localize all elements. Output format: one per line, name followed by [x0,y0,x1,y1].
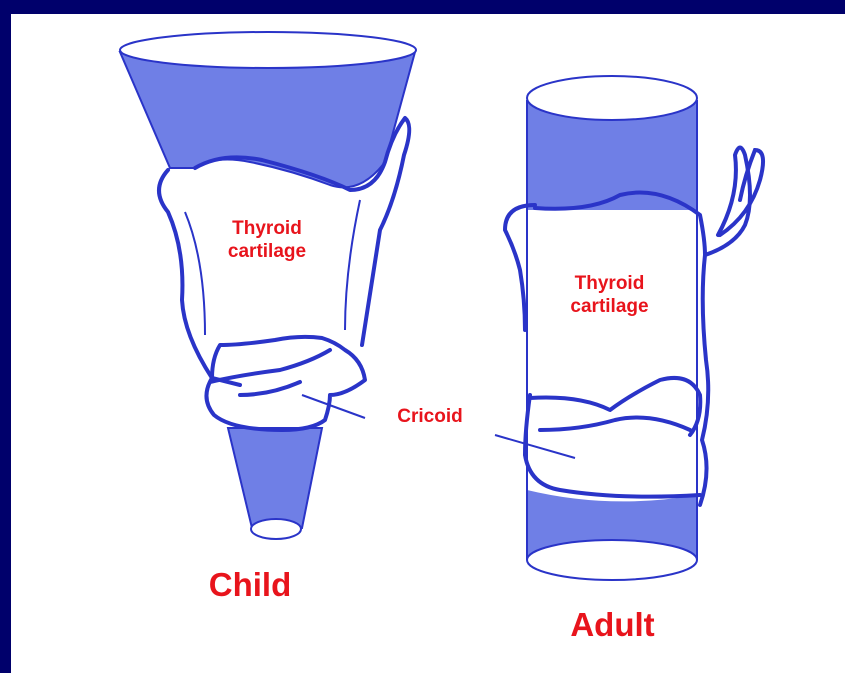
child-cricoid-pointer [302,395,365,418]
child-bottom-opening [251,519,301,539]
adult-thyroid-label-line1: Thyroid [552,273,667,296]
child-thyroid-label-line2: cartilage [212,241,322,264]
adult-top-opening [527,76,697,120]
child-thyroid-label: Thyroid cartilage [212,218,322,264]
child-top-opening [120,32,416,68]
adult-thyroid-label-line2: cartilage [552,296,667,319]
adult-larynx [495,76,763,580]
child-thyroid-label-line1: Thyroid [212,218,322,241]
child-lower-airway [228,428,322,528]
adult-cricoid-ring [525,378,700,497]
adult-cricoid-pointer [495,435,575,458]
child-caption: Child [190,565,310,605]
cricoid-label: Cricoid [378,406,482,429]
adult-caption: Adult [550,605,675,645]
child-larynx [120,32,416,539]
child-upper-airway [120,52,415,187]
adult-bottom-opening [527,540,697,580]
adult-thyroid-label: Thyroid cartilage [552,273,667,319]
